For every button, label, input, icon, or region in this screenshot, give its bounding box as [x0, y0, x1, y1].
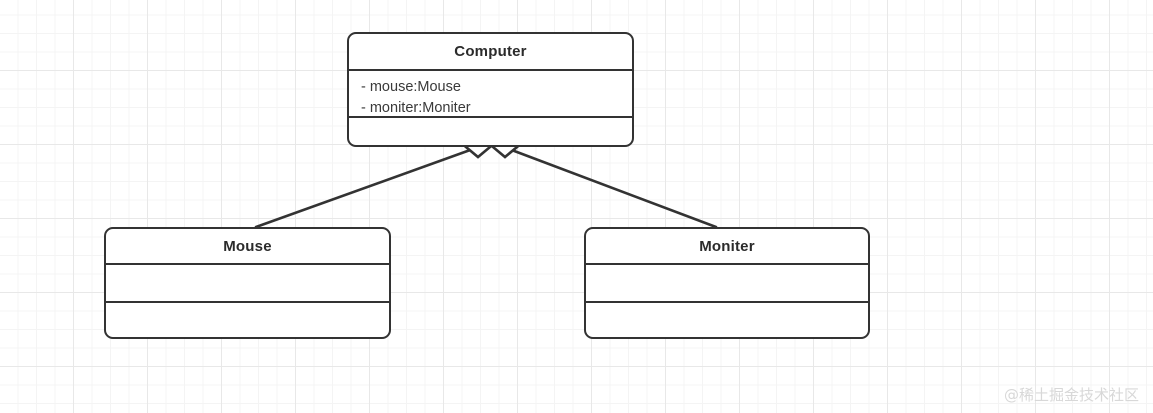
class-divider — [105, 263, 390, 266]
class-divider — [348, 68, 633, 71]
class-divider — [585, 300, 869, 303]
class-operations-moniter — [586, 303, 868, 337]
edge-computer-moniter — [507, 147, 718, 229]
class-name-mouse: Mouse — [223, 237, 272, 255]
class-divider — [348, 115, 633, 118]
class-attributes-mouse — [106, 265, 389, 301]
uml-class-computer[interactable]: Computer - mouse:Mouse - moniter:Moniter — [347, 32, 634, 147]
class-operations-mouse — [106, 303, 389, 337]
watermark-label: @稀土掘金技术社区 — [1003, 386, 1139, 404]
edge-computer-mouse — [254, 147, 475, 229]
class-name-moniter: Moniter — [699, 237, 755, 255]
attribute-item: - moniter:Moniter — [361, 99, 471, 116]
attribute-item: - mouse:Mouse — [361, 78, 461, 95]
class-divider — [585, 263, 869, 266]
class-attributes-moniter — [586, 265, 868, 301]
class-operations-computer — [349, 118, 632, 145]
uml-class-mouse[interactable]: Mouse — [104, 227, 391, 339]
uml-class-moniter[interactable]: Moniter — [584, 227, 870, 339]
class-attributes-computer: - mouse:Mouse - moniter:Moniter — [349, 71, 632, 116]
class-name-computer: Computer — [454, 42, 527, 60]
class-divider — [105, 300, 390, 303]
